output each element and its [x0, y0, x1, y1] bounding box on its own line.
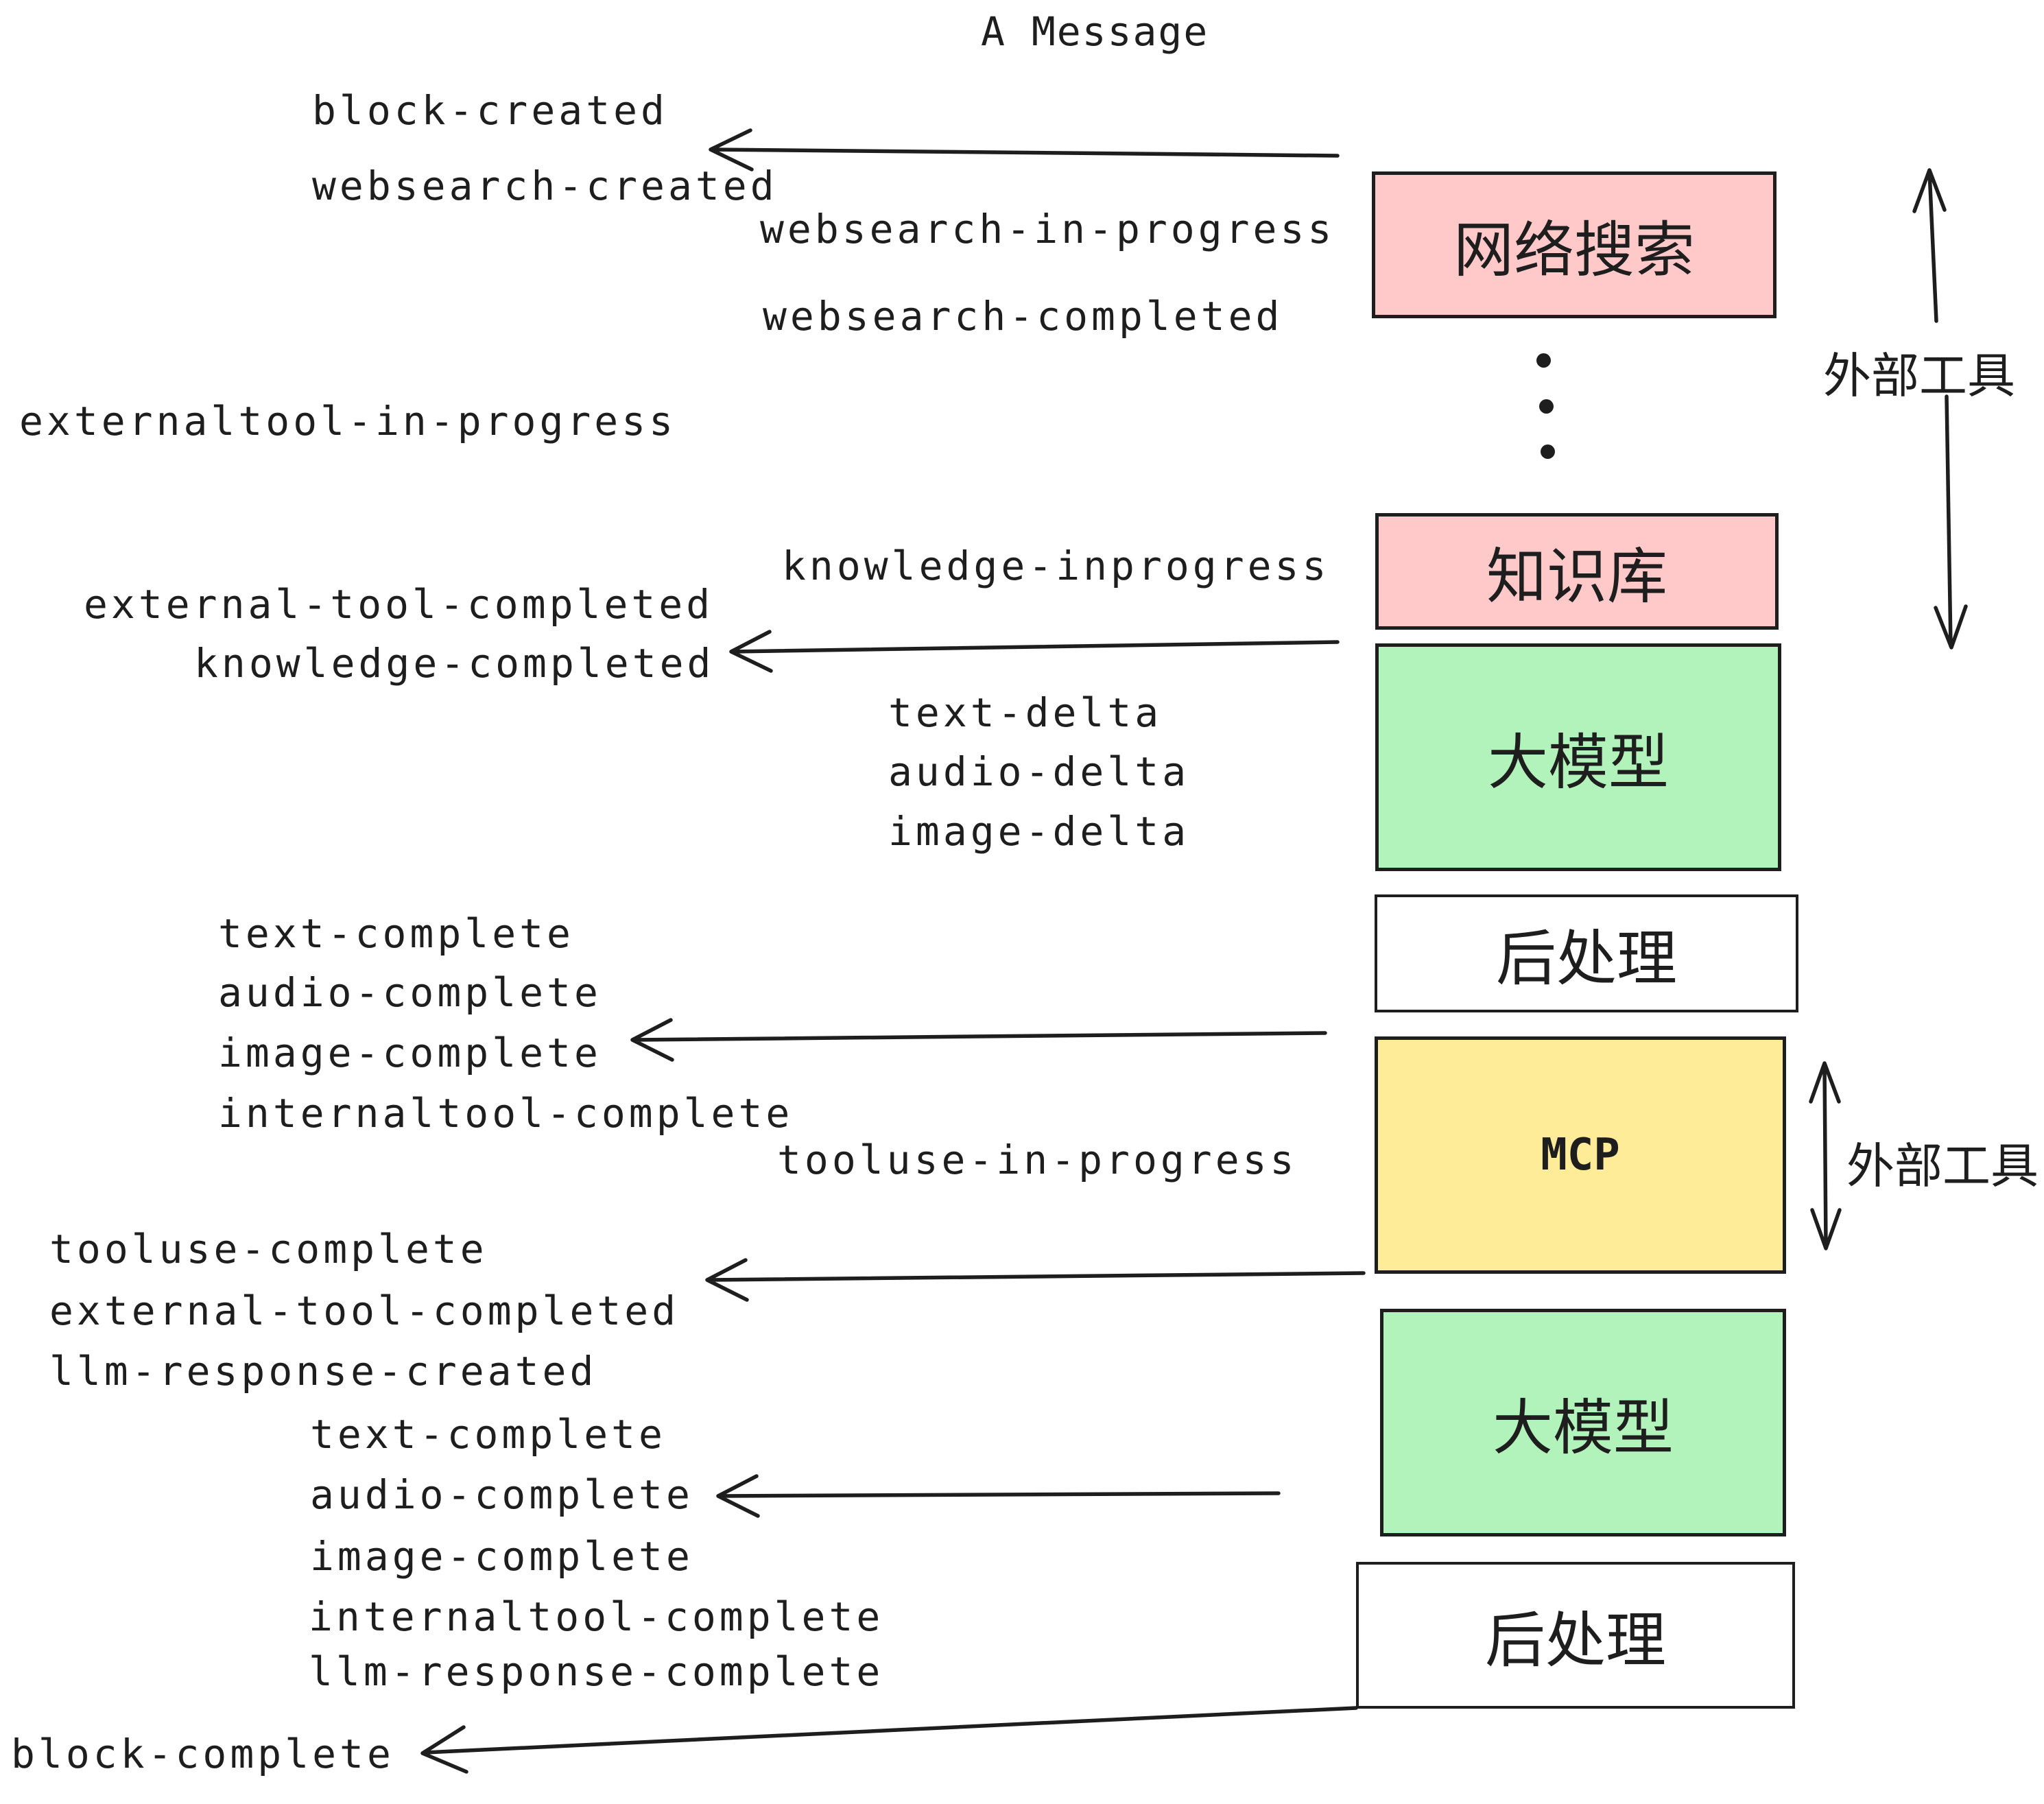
- event-external-tool-completed: external-tool-completed: [84, 581, 714, 628]
- arrow-to-block-complete: [420, 1706, 1358, 1774]
- diagram-title: A Message: [981, 8, 1209, 55]
- event-text-complete-1: text-complete: [218, 910, 574, 957]
- arrow-external-tools-mcp: [1809, 1061, 1842, 1250]
- event-text-complete-2: text-complete: [310, 1411, 666, 1458]
- box-postprocess-2: 后处理: [1356, 1562, 1795, 1709]
- box-knowledge: 知识库: [1375, 513, 1779, 630]
- box-llm-2-label: 大模型: [1492, 1392, 1674, 1463]
- event-block-complete: block-complete: [11, 1731, 394, 1777]
- event-websearch-created: websearch-created: [312, 163, 778, 209]
- event-websearch-in-progress: websearch-in-progress: [760, 206, 1335, 252]
- box-knowledge-label: 知识库: [1486, 541, 1667, 612]
- external-tools-label-top: 外部工具: [1823, 348, 2015, 404]
- arrow-to-tooluse-complete: [705, 1258, 1366, 1302]
- arrow-to-image-complete: [630, 1018, 1327, 1062]
- event-llm-response-created: llm-response-created: [49, 1348, 597, 1394]
- event-llm-response-complete: llm-response-complete: [309, 1648, 884, 1695]
- event-audio-complete-1: audio-complete: [218, 969, 602, 1016]
- ellipsis-dot-3: [1541, 444, 1555, 459]
- event-external-tool-completed-2: external-tool-completed: [49, 1287, 680, 1334]
- event-image-complete-2: image-complete: [310, 1533, 693, 1580]
- external-tools-label-mcp: 外部工具: [1846, 1138, 2039, 1194]
- box-llm-1-label: 大模型: [1487, 726, 1669, 798]
- event-knowledge-completed: knowledge-completed: [194, 640, 715, 687]
- event-image-complete-1: image-complete: [218, 1030, 602, 1076]
- box-postprocess-1-label: 后处理: [1495, 923, 1677, 994]
- box-mcp: MCP: [1375, 1036, 1786, 1274]
- arrow-to-audio-complete: [716, 1474, 1281, 1518]
- arrow-to-knowledge-completed: [729, 630, 1340, 673]
- box-postprocess-1: 后处理: [1375, 894, 1798, 1012]
- event-tooluse-complete: tooluse-complete: [49, 1226, 488, 1272]
- event-block-created: block-created: [312, 87, 668, 134]
- box-postprocess-2-label: 后处理: [1484, 1604, 1666, 1676]
- box-mcp-label: MCP: [1541, 1130, 1620, 1180]
- ellipsis-dot-2: [1539, 399, 1554, 414]
- ellipsis-dot-1: [1536, 353, 1551, 368]
- event-image-delta-1: image-delta: [888, 808, 1190, 855]
- event-text-delta-1: text-delta: [888, 689, 1163, 736]
- event-websearch-completed: websearch-completed: [763, 293, 1283, 340]
- box-llm-2: 大模型: [1380, 1309, 1786, 1536]
- event-externaltool-in-progress: externaltool-in-progress: [19, 398, 677, 444]
- event-knowledge-inprogress: knowledge-inprogress: [782, 543, 1330, 589]
- box-websearch-label: 网络搜索: [1453, 214, 1695, 285]
- arrow-to-block-created: [709, 128, 1340, 171]
- arrow-external-tools-top-up: [1912, 168, 1947, 323]
- event-audio-delta-1: audio-delta: [888, 748, 1190, 795]
- box-websearch: 网络搜索: [1372, 171, 1776, 318]
- event-tooluse-in-progress: tooluse-in-progress: [777, 1137, 1298, 1183]
- box-llm-1: 大模型: [1375, 643, 1781, 871]
- event-audio-complete-2: audio-complete: [310, 1471, 693, 1518]
- arrow-external-tools-top-down: [1934, 394, 1968, 650]
- event-internaltool-complete-2: internaltool-complete: [309, 1593, 884, 1640]
- event-internaltool-complete-1: internaltool-complete: [218, 1090, 794, 1137]
